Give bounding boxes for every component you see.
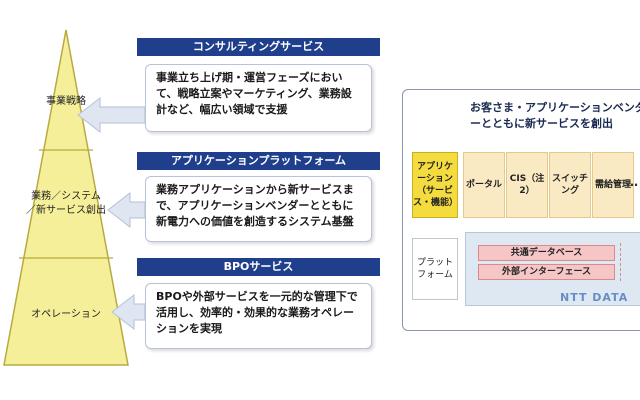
application-label: アプリケーション（サービス・機能） [412,152,458,218]
app-cis: CIS（注2） [506,152,548,218]
arrow-left-icon [77,96,146,134]
dashed-divider [620,243,622,281]
pyramid-tier-business: 業務／システム ／新サービス創出 [26,191,106,216]
service-body-app-platform: 業務アプリケーションから新サービスまで、アプリケーションベンダーとともに新電力へ… [145,176,372,242]
app-portal: ポータル [463,152,505,218]
service-body-consulting: 事業立ち上げ期・運営フェーズにおいて、戦略立案やマーケティング、業務設計など、幅… [145,64,372,132]
service-header-consulting: コンサルティングサービス [137,38,380,56]
pyramid-shape [3,29,129,366]
service-body-bpo: BPOや外部サービスを一元的な管理下で活用し、効率的・効果的な業務オペレーション… [145,283,372,349]
pyramid-tier-strategy: 事業戦略 [46,96,86,107]
arrow-left-icon [111,293,146,331]
app-switching: スイッチング [549,152,591,218]
right-panel-title: お客さま・アプリケーションベンダーとともに新サービスを創出 [470,101,640,130]
bar-external-interface: 外部インターフェース [478,264,615,280]
platform-label: プラットフォーム [412,238,458,300]
ellipsis: … [626,175,638,189]
ntt-data-logo: NTT DATA [560,291,629,304]
pyramid-tier-operation: オペレーション [31,309,101,320]
arrow-left-icon [107,191,146,229]
app-supply-demand: 需給管理 [592,152,634,218]
service-header-bpo: BPOサービス [137,258,380,276]
pyramid [3,29,129,366]
service-header-app-platform: アプリケーションプラットフォーム [137,152,380,170]
bar-common-database: 共通データベース [478,245,615,261]
arrows [77,96,146,331]
